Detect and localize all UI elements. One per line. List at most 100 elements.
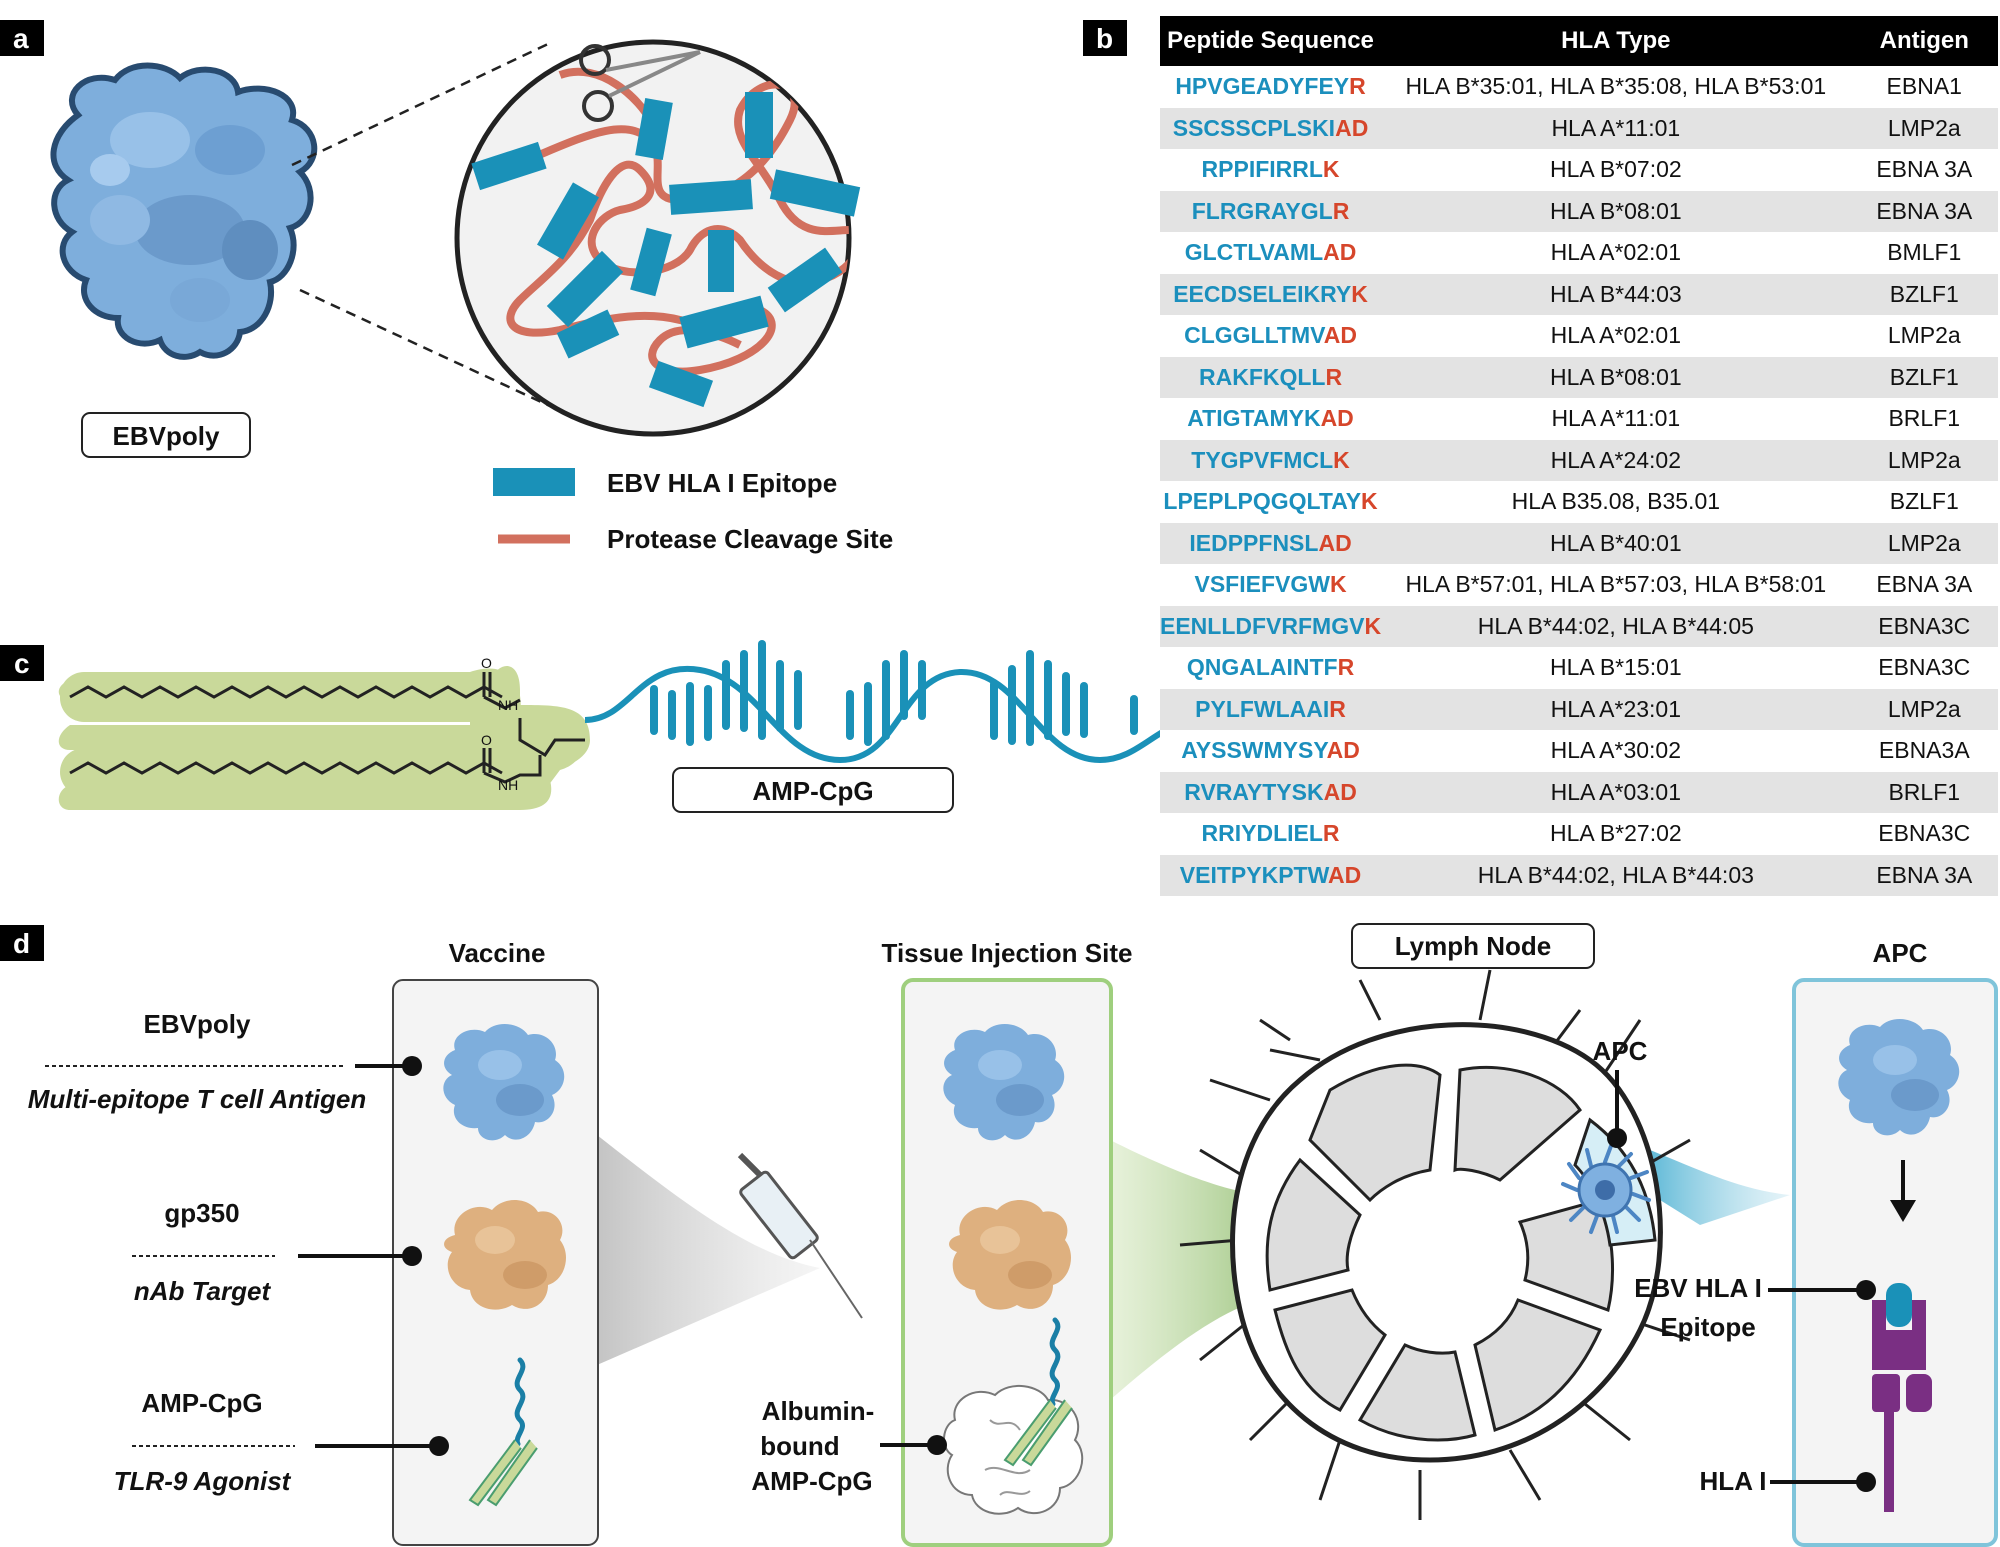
component-ebvpoly-dot xyxy=(402,1056,422,1076)
antigen-cell: EBNA3C xyxy=(1850,605,1998,647)
peptide-sequence: CLGGLLTMVAD xyxy=(1184,322,1357,348)
chem-o-top: O xyxy=(481,655,492,671)
peptide-sequence-cell: FLRGRAYGLR xyxy=(1160,190,1382,232)
panel-b-letter: b xyxy=(1096,23,1113,54)
apc-cell-dot xyxy=(1607,1128,1627,1148)
antigen-cell: LMP2a xyxy=(1850,688,1998,730)
legend-epitope-label: EBV HLA I Epitope xyxy=(607,468,837,498)
cleavage-suffix: AD xyxy=(1320,405,1354,432)
peptide-core: RRIYDLIEL xyxy=(1201,820,1323,847)
hla-type-cell: HLA A*11:01 xyxy=(1381,398,1851,440)
apc-cell-label: APC xyxy=(1593,1036,1648,1066)
cleavage-suffix: R xyxy=(1332,197,1350,224)
peptide-sequence-cell: RPPIFIRRLK xyxy=(1160,149,1382,191)
hla-type-cell: HLA B*57:01, HLA B*57:03, HLA B*58:01 xyxy=(1381,564,1851,606)
peptide-sequence-cell: QNGALAINTFR xyxy=(1160,647,1382,689)
peptide-core: RAKFKQLL xyxy=(1198,363,1326,390)
panel-c-letter: c xyxy=(14,648,30,679)
peptide-core: RVRAYTYSK xyxy=(1184,778,1324,805)
scissors-icon xyxy=(579,44,701,122)
injection-gp350-icon xyxy=(949,1200,1072,1310)
epitope-label-line1: EBV HLA I xyxy=(1634,1273,1762,1303)
peptide-sequence-cell: LPEPLPQGQLTAYK xyxy=(1160,481,1382,523)
hla-type-cell: HLA B*44:03 xyxy=(1381,273,1851,315)
antigen-cell: LMP2a xyxy=(1850,439,1998,481)
antigen-cell: BZLF1 xyxy=(1850,481,1998,523)
zoom-line-bottom xyxy=(299,288,581,422)
antigen-cell: EBNA3A xyxy=(1850,730,1998,772)
peptide-sequence-cell: RAKFKQLLR xyxy=(1160,356,1382,398)
peptide-sequence: PYLFWLAAIR xyxy=(1195,696,1346,722)
cleavage-suffix: AD xyxy=(1326,737,1360,764)
panel-b-badge xyxy=(1083,20,1127,56)
peptide-core: SSCSSCPLSKI xyxy=(1172,114,1336,141)
cpg-dna-icon xyxy=(584,640,1201,764)
cleavage-suffix: R xyxy=(1325,363,1343,390)
apc-box-title: APC xyxy=(1873,938,1928,968)
hla-dot xyxy=(1856,1472,1876,1492)
amp-cpg-label: AMP-CpG xyxy=(752,776,873,806)
peptide-sequence-cell: AYSSWMYSYAD xyxy=(1160,730,1382,772)
peptide-core: VEITPYKPTW xyxy=(1179,861,1329,888)
cleavage-suffix: AD xyxy=(1323,322,1357,349)
component-ampcpg-role: TLR-9 Agonist xyxy=(114,1466,292,1496)
peptide-sequence-cell: VSFIEFVGWK xyxy=(1160,564,1382,606)
cleavage-suffix: R xyxy=(1337,654,1355,681)
antigen-cell: EBNA3C xyxy=(1850,813,1998,855)
peptide-sequence: TYGPVFMCLK xyxy=(1191,447,1349,473)
cleavage-suffix: K xyxy=(1322,156,1340,183)
syringe-icon xyxy=(737,1152,863,1319)
amp-lipid-tails xyxy=(58,666,590,810)
peptide-sequence-cell: GLCTLVAMLAD xyxy=(1160,232,1382,274)
panel-a-badge xyxy=(0,20,44,56)
cleavage-suffix: K xyxy=(1361,488,1378,515)
peptide-sequence: GLCTLVAMLAD xyxy=(1185,239,1357,265)
peptide-sequence-cell: PYLFWLAAIR xyxy=(1160,688,1382,730)
hla-type-cell: HLA B*08:01 xyxy=(1381,190,1851,232)
peptide-core: VSFIEFVGW xyxy=(1194,571,1330,598)
peptide-sequence-cell: CLGGLLTMVAD xyxy=(1160,315,1382,357)
peptide-sequence-cell: ATIGTAMYKAD xyxy=(1160,398,1382,440)
component-ampcpg-dot xyxy=(429,1436,449,1456)
peptide-sequence: RAKFKQLLR xyxy=(1199,364,1342,390)
header-antigen: Antigen xyxy=(1850,16,1998,66)
antigen-cell: BMLF1 xyxy=(1850,232,1998,274)
antigen-cell: EBNA 3A xyxy=(1850,190,1998,232)
header-peptide: Peptide Sequence xyxy=(1160,16,1382,66)
antigen-cell: EBNA 3A xyxy=(1850,564,1998,606)
antigen-cell: EBNA3C xyxy=(1850,647,1998,689)
hla-label: HLA I xyxy=(1700,1466,1767,1496)
peptide-sequence: LPEPLPQGQLTAYK xyxy=(1163,488,1377,514)
panel-d-letter: d xyxy=(13,928,30,959)
peptide-sequence-cell: HPVGEADYFEYR xyxy=(1160,66,1382,108)
hla-type-cell: HLA A*30:02 xyxy=(1381,730,1851,772)
vaccine-gp350-icon xyxy=(444,1200,567,1310)
zoom-line-top xyxy=(291,42,549,167)
cleavage-suffix: R xyxy=(1322,820,1340,847)
panel-d-badge xyxy=(0,925,44,961)
lymph-title: Lymph Node xyxy=(1395,931,1551,961)
injection-ebvpoly-icon xyxy=(943,1024,1065,1141)
hla-type-cell: HLA A*23:01 xyxy=(1381,688,1851,730)
peptide-sequence: QNGALAINTFR xyxy=(1187,654,1354,680)
legend-epitope-swatch xyxy=(493,468,575,496)
albumin-label-line2: bound xyxy=(760,1431,839,1461)
vaccine-ampcpg-icon xyxy=(468,1357,538,1507)
peptide-core: IEDPPFNSL xyxy=(1189,529,1319,556)
amp-cpg-label-box xyxy=(672,767,954,813)
peptide-core: CLGGLLTMV xyxy=(1184,322,1324,349)
peptide-core: ATIGTAMYK xyxy=(1187,405,1321,432)
apc-ebvpoly-icon xyxy=(1838,1019,1960,1136)
hla-type-cell: HLA B*44:02, HLA B*44:05 xyxy=(1381,605,1851,647)
